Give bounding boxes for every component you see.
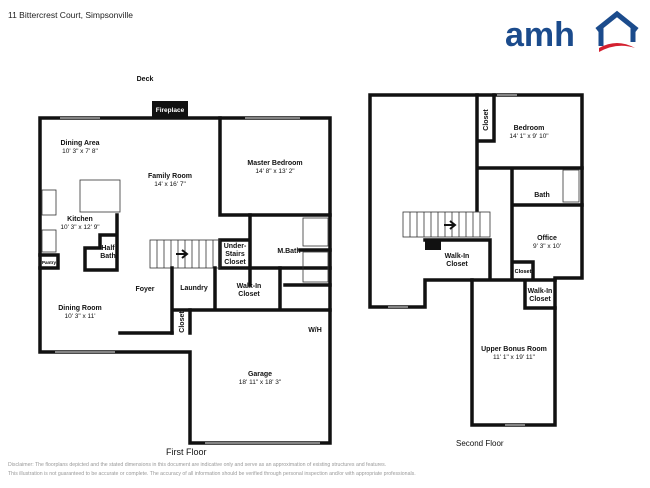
bonus-room-label: Upper Bonus Room xyxy=(481,346,547,353)
master-bath-label: M.Bath xyxy=(277,248,300,255)
dining-room-dims: 10' 3" x 11' xyxy=(64,313,95,320)
amh-logo: amh xyxy=(505,10,639,53)
water-heater-label: W/H xyxy=(308,327,322,334)
family-room-label: Family Room xyxy=(148,173,192,180)
svg-text:Bath: Bath xyxy=(100,253,116,260)
exterior-walls xyxy=(38,116,332,445)
under-stairs-closet-label: Under- xyxy=(224,243,247,250)
bedroom-closet-label: Closet xyxy=(483,109,490,131)
foyer-closet-label: Closet xyxy=(179,311,186,333)
walk-in-closet-label: Walk-In xyxy=(237,283,262,290)
disclaimer-line-1: Disclaimer: The floorplans depicted and … xyxy=(8,462,387,468)
second-floor-plan: Closet Bedroom 14' 1" x 9' 10" Bath Offi… xyxy=(368,93,584,427)
office-dims: 9' 3" x 10' xyxy=(533,243,561,250)
svg-text:Closet: Closet xyxy=(446,261,468,268)
kitchen-label: Kitchen xyxy=(67,216,93,223)
logo-text: amh xyxy=(505,16,575,53)
pantry-label: Pantry xyxy=(42,260,57,265)
first-floor-title: First Floor xyxy=(166,447,207,457)
walk-in-closet-left-label: Walk-In xyxy=(445,253,470,260)
svg-text:Stairs: Stairs xyxy=(225,251,245,258)
stairs-arrow-icon xyxy=(176,249,189,259)
bedroom-label: Bedroom xyxy=(514,125,545,132)
stairs-arrow-icon xyxy=(444,220,457,230)
svg-text:Closet: Closet xyxy=(238,291,260,298)
fireplace-label: Fireplace xyxy=(156,107,185,114)
walk-in-closet-right-label: Walk-In xyxy=(528,288,553,295)
svg-text:Closet: Closet xyxy=(224,259,246,266)
kitchen-island xyxy=(79,179,121,213)
svg-text:Closet: Closet xyxy=(529,296,551,303)
fireplace xyxy=(152,101,188,118)
second-floor-stairs xyxy=(402,211,491,238)
disclaimer-line-2: This illustration is not guaranteed to b… xyxy=(8,471,416,477)
foyer-label: Foyer xyxy=(135,286,154,293)
first-floor-plan: Deck Fireplace Dining Area 10' 3" x 7' 8… xyxy=(38,76,332,445)
dining-area-dims: 10' 3" x 7' 8" xyxy=(62,148,98,155)
laundry-label: Laundry xyxy=(180,285,208,292)
master-bedroom-dims: 14' 8" x 13' 2" xyxy=(255,168,295,175)
family-room-dims: 14' x 16' 7" xyxy=(154,181,186,188)
deck-label: Deck xyxy=(137,76,154,83)
master-bedroom-label: Master Bedroom xyxy=(247,160,302,167)
kitchen-dims: 10' 3" x 12' 9" xyxy=(60,224,100,231)
bedroom-dims: 14' 1" x 9' 10" xyxy=(509,133,549,140)
bath-label: Bath xyxy=(534,192,550,199)
dining-room-label: Dining Room xyxy=(58,305,102,312)
dining-area-label: Dining Area xyxy=(60,140,99,147)
garage-label: Garage xyxy=(248,371,272,378)
property-address: 11 Bittercrest Court, Simpsonville xyxy=(8,10,134,20)
house-icon xyxy=(595,10,639,46)
office-label: Office xyxy=(537,235,557,242)
second-floor-title: Second Floor xyxy=(456,439,504,448)
office-closet-label: Closet xyxy=(515,269,532,275)
half-bath-label: Half xyxy=(101,245,115,252)
bonus-room-dims: 11' 1" x 19' 11" xyxy=(493,354,536,361)
swoosh-icon xyxy=(599,43,635,52)
garage-dims: 18' 11" x 18' 3" xyxy=(239,379,282,386)
